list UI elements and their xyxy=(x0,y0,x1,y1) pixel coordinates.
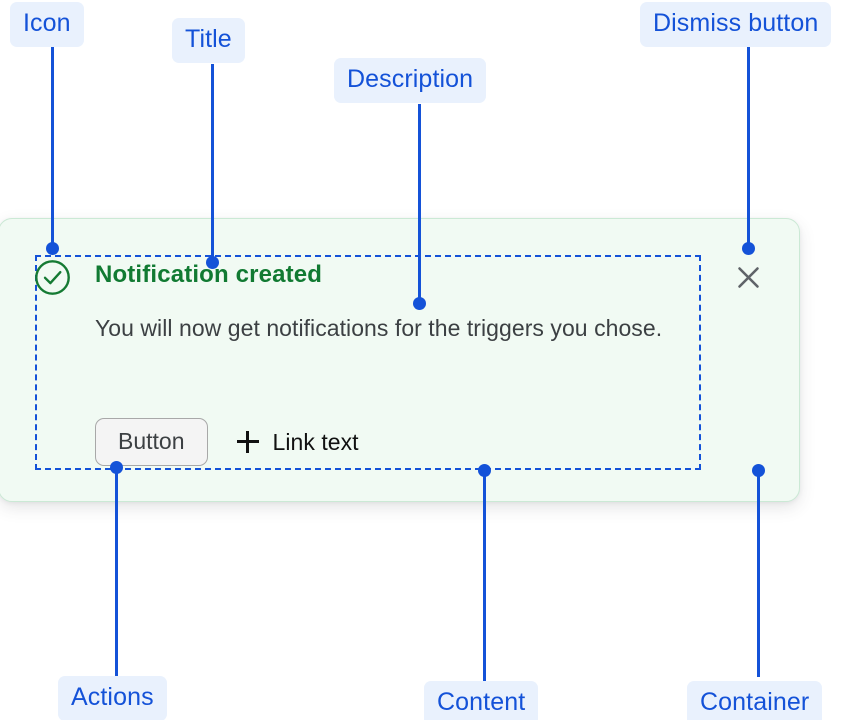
annotation-label-container: Container xyxy=(687,681,823,720)
notification-actions: Button Link text xyxy=(95,418,359,467)
annotation-label-icon: Icon xyxy=(10,2,84,47)
annotation-label-description: Description xyxy=(334,58,487,103)
leader-line-dismiss-button xyxy=(747,46,750,249)
leader-line-icon xyxy=(51,44,54,249)
leader-line-title xyxy=(211,64,214,263)
dismiss-button[interactable] xyxy=(733,262,764,293)
leader-dot-description xyxy=(413,297,426,310)
plus-icon xyxy=(236,431,259,454)
leader-line-actions xyxy=(115,468,118,676)
leader-line-content xyxy=(483,472,486,681)
leader-line-description xyxy=(418,104,421,304)
notification-description: You will now get notifications for the t… xyxy=(95,315,663,341)
leader-dot-icon xyxy=(46,242,59,255)
action-link[interactable]: Link text xyxy=(236,428,359,456)
close-icon xyxy=(738,267,759,288)
leader-dot-dismiss-button xyxy=(742,242,755,255)
leader-dot-title xyxy=(206,256,219,269)
check-circle-icon xyxy=(34,259,71,296)
annotation-label-content: Content xyxy=(424,681,539,720)
action-link-label: Link text xyxy=(272,428,359,455)
leader-dot-container xyxy=(752,464,765,477)
annotation-label-title: Title xyxy=(172,18,245,63)
leader-dot-actions xyxy=(110,461,123,474)
annotation-label-dismiss-button: Dismiss button xyxy=(640,2,832,47)
action-button[interactable]: Button xyxy=(95,418,208,467)
annotation-label-actions: Actions xyxy=(58,676,167,720)
leader-dot-content xyxy=(478,464,491,477)
leader-line-container xyxy=(757,472,760,677)
